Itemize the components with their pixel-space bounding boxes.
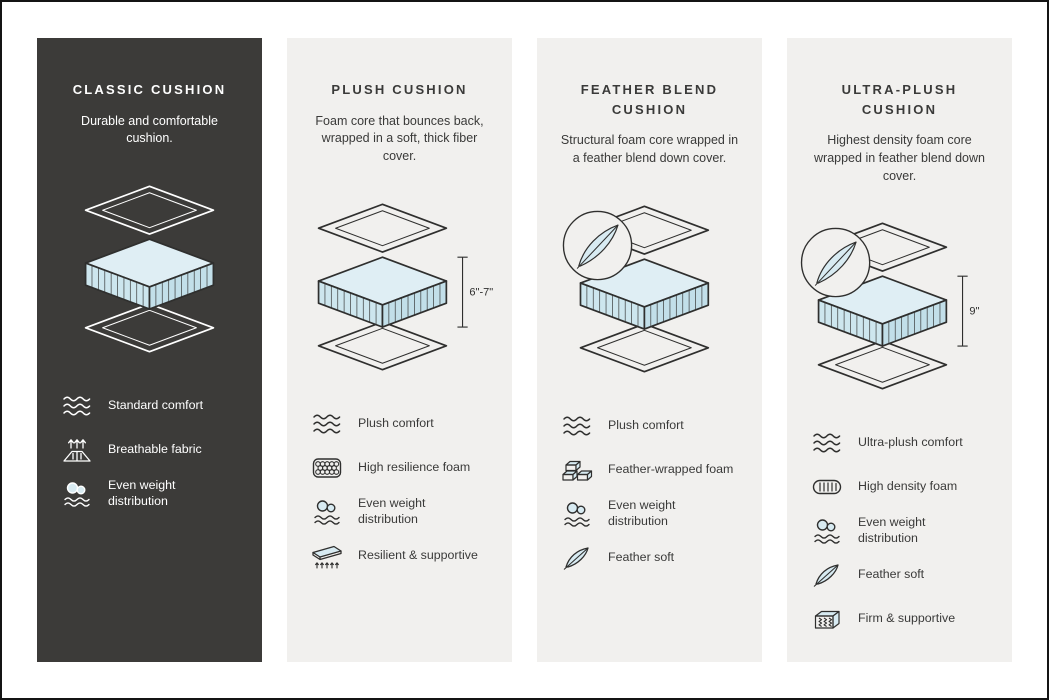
feature-item: Resilient & supportive <box>311 540 490 572</box>
cushion-illustration: 9" <box>793 193 1006 419</box>
even-weight-icon <box>561 501 593 527</box>
feature-item: Plush comfort <box>311 408 490 440</box>
feature-item: Ultra-plush comfort <box>811 427 990 459</box>
feature-item: Standard comfort <box>61 390 240 422</box>
card-title: CLASSIC CUSHION <box>72 82 227 97</box>
waves-icon <box>561 413 593 439</box>
card-description: Durable and comfortable cushion. <box>81 113 218 146</box>
feature-label: Even weight distribution <box>858 515 926 546</box>
layered-cushion-drawing <box>85 186 214 352</box>
feature-label: Plush comfort <box>608 417 684 432</box>
feature-item: Plush comfort <box>561 410 740 442</box>
feature-item: Feather soft <box>811 559 990 591</box>
waves-icon <box>811 430 843 456</box>
feature-label: Feather soft <box>608 549 675 564</box>
feature-label: Ultra-plush comfort <box>858 435 963 450</box>
card-description: Highest density foam core wrapped in fea… <box>814 133 985 183</box>
feature-item: Even weight distribution <box>561 498 740 530</box>
feature-item: Even weight distribution <box>311 496 490 528</box>
card-title: FEATHER BLEND CUSHION <box>580 82 719 117</box>
card-ultra-plush-cushion: ULTRA-PLUSH CUSHION Highest density foam… <box>787 38 1012 662</box>
feather-icon <box>811 562 843 588</box>
feature-label: Even weight distribution <box>358 495 426 526</box>
feature-label: High resilience foam <box>358 459 471 474</box>
feature-item: Breathable fabric <box>61 434 240 466</box>
firm-supportive-icon <box>811 606 843 632</box>
layered-cushion-drawing <box>563 205 709 372</box>
layered-cushion-drawing: 6"-7" <box>318 204 493 370</box>
feature-item: Even weight distribution <box>61 478 240 510</box>
feature-label: Plush comfort <box>358 415 434 430</box>
feature-item: High resilience foam <box>311 452 490 484</box>
feather-icon <box>561 545 593 571</box>
even-weight-icon <box>811 518 843 544</box>
feature-list: Plush comfort Feather-wrapped foam Even … <box>559 410 740 586</box>
feature-item: Even weight distribution <box>811 515 990 547</box>
feature-label: Firm & supportive <box>858 611 956 626</box>
feature-label: Breathable fabric <box>108 442 202 457</box>
waves-icon <box>311 411 343 437</box>
breathable-fabric-icon <box>61 437 93 463</box>
feather-badge <box>801 228 870 297</box>
card-classic-cushion: CLASSIC CUSHION Durable and comfortable … <box>37 38 262 662</box>
feature-label: Feather soft <box>858 567 925 582</box>
layered-cushion-drawing: 9" <box>801 223 980 389</box>
high-density-foam-icon <box>811 474 843 500</box>
height-measurement: 9" <box>969 306 979 318</box>
feature-label: Even weight distribution <box>608 497 676 528</box>
height-measure-line <box>457 256 468 327</box>
waves-icon <box>61 393 93 419</box>
even-weight-icon <box>311 499 343 525</box>
card-description: Structural foam core wrapped in a feathe… <box>560 133 739 165</box>
feature-item: Feather soft <box>561 542 740 574</box>
feature-list: Standard comfort Breathable fabric Even … <box>59 390 240 522</box>
feature-list: Ultra-plush comfort High density foam Ev… <box>809 427 990 647</box>
feather-wrapped-foam-icon <box>561 457 593 483</box>
feature-item: Firm & supportive <box>811 603 990 635</box>
card-plush-cushion: PLUSH CUSHION Foam core that bounces bac… <box>287 38 512 662</box>
feature-item: High density foam <box>811 471 990 503</box>
feature-label: Even weight distribution <box>108 478 176 508</box>
height-measure-line <box>957 276 968 347</box>
feature-item: Feather-wrapped foam <box>561 454 740 486</box>
feather-badge <box>563 210 632 280</box>
card-description: Foam core that bounces back, wrapped in … <box>315 113 484 164</box>
feature-label: Standard comfort <box>108 398 204 413</box>
card-title: ULTRA-PLUSH CUSHION <box>841 82 958 117</box>
foam-cells-icon <box>311 455 343 481</box>
card-title: PLUSH CUSHION <box>331 82 468 97</box>
feature-label: Feather-wrapped foam <box>608 461 734 476</box>
feature-label: Resilient & supportive <box>358 547 478 562</box>
cushion-illustration: 6"-7" <box>293 174 506 400</box>
cushion-illustration <box>543 176 756 402</box>
height-measurement: 6"-7" <box>469 286 493 298</box>
even-weight-icon <box>61 481 93 507</box>
resilient-icon <box>311 543 343 569</box>
feature-label: High density foam <box>858 479 958 494</box>
feature-list: Plush comfort High resilience foam Even … <box>309 408 490 584</box>
card-feather-blend-cushion: FEATHER BLEND CUSHION Structural foam co… <box>537 38 762 662</box>
cushion-illustration <box>43 156 256 382</box>
